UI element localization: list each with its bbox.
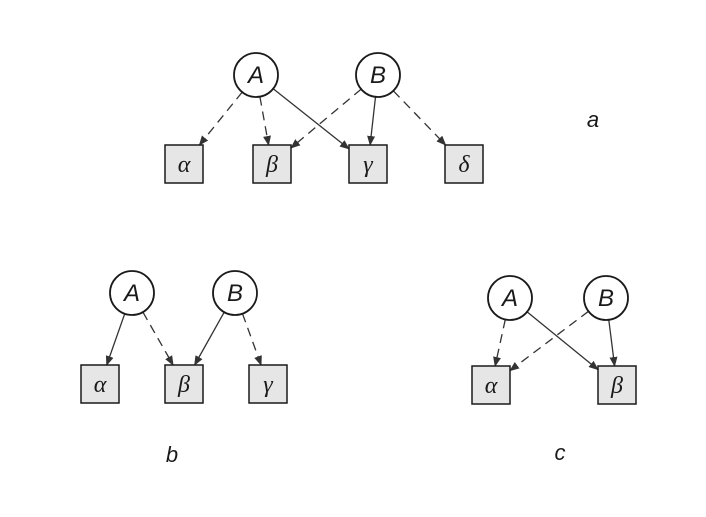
panel-letter-a: a <box>587 107 599 132</box>
box-a-delta: δ <box>444 144 484 184</box>
node-label-a-B: B <box>370 62 386 89</box>
box-label-b-beta: β <box>177 372 190 398</box>
edge-b-B-to-gamma-dashed <box>241 313 262 366</box>
box-rect-a-gamma <box>348 144 388 184</box>
box-label-a-delta: δ <box>458 152 470 178</box>
box-rect-c-alpha <box>471 365 511 405</box>
node-b-B: B <box>212 270 258 316</box>
box-a-alpha: α <box>164 144 204 184</box>
edge-c-A-to-beta-solid <box>526 311 599 371</box>
node-c-B: B <box>583 275 629 321</box>
edges-layer <box>105 88 618 372</box>
node-label-b-B: B <box>227 280 243 307</box>
node-a-B: B <box>355 52 401 98</box>
edge-b-A-to-beta-dashed <box>142 311 174 366</box>
panel-b: A Bα β γ <box>80 270 288 404</box>
node-circle-c-A <box>487 275 533 321</box>
box-rect-b-beta <box>164 364 204 404</box>
edge-a-A-to-beta-dashed <box>259 96 271 146</box>
node-circle-b-B <box>212 270 258 316</box>
node-circle-b-A <box>109 270 155 316</box>
box-b-alpha: α <box>80 364 120 404</box>
panel-letters-layer: a b c <box>166 107 599 467</box>
box-c-alpha: α <box>471 365 511 405</box>
panel-letter-b: b <box>166 442 178 467</box>
box-label-a-beta: β <box>265 152 278 178</box>
box-a-gamma: γ <box>348 144 388 184</box>
edge-c-B-to-beta-solid <box>608 319 618 367</box>
node-a-A: A <box>233 52 279 98</box>
node-label-a-A: A <box>246 62 264 89</box>
node-c-A: A <box>487 275 533 321</box>
panel-c: A Bα β <box>471 275 637 405</box>
node-circle-a-A <box>233 52 279 98</box>
edge-a-B-to-gamma-solid <box>367 96 377 146</box>
box-rect-b-gamma <box>248 364 288 404</box>
edge-b-A-to-alpha-solid <box>105 313 126 366</box>
box-label-b-gamma: γ <box>263 372 273 398</box>
edge-a-A-to-gamma-solid <box>272 88 350 150</box>
edge-a-B-to-beta-dashed <box>290 88 362 149</box>
box-label-c-alpha: α <box>485 373 498 399</box>
box-c-beta: β <box>597 365 637 405</box>
box-rect-b-alpha <box>80 364 120 404</box>
node-circle-c-B <box>583 275 629 321</box>
box-label-b-alpha: α <box>94 372 107 398</box>
box-rect-c-beta <box>597 365 637 405</box>
box-label-a-alpha: α <box>178 152 191 178</box>
box-rect-a-beta <box>252 144 292 184</box>
box-a-beta: β <box>252 144 292 184</box>
node-b-A: A <box>109 270 155 316</box>
box-rect-a-delta <box>444 144 484 184</box>
edge-c-A-to-alpha-dashed <box>493 319 506 367</box>
box-b-beta: β <box>164 364 204 404</box>
edge-a-B-to-delta-dashed <box>392 90 447 146</box>
edge-a-A-to-alpha-dashed <box>198 91 243 146</box>
node-label-c-A: A <box>500 285 518 312</box>
node-circle-a-B <box>355 52 401 98</box>
box-label-a-gamma: γ <box>363 152 373 178</box>
node-label-b-A: A <box>122 280 140 307</box>
box-b-gamma: γ <box>248 364 288 404</box>
edge-c-B-to-alpha-dashed <box>509 310 589 372</box>
edge-b-B-to-beta-solid <box>194 311 225 366</box>
box-label-c-beta: β <box>610 373 623 399</box>
node-label-c-B: B <box>598 285 614 312</box>
panel-a: A Bα β γ δ <box>164 52 484 184</box>
box-rect-a-alpha <box>164 144 204 184</box>
panel-letter-c: c <box>555 440 566 465</box>
